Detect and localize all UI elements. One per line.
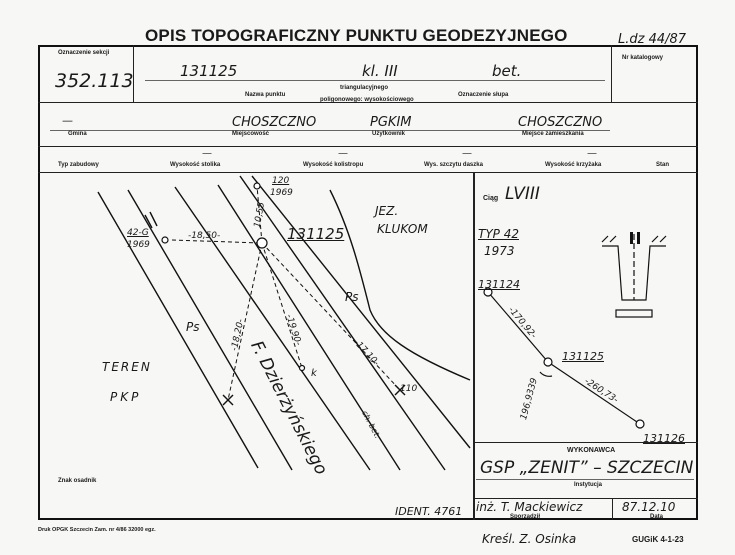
point-120-year: 1969 [270,188,293,198]
divider [38,172,698,173]
gmina-value: — [62,114,73,127]
typ-zabudowy-label: Typ zabudowy [58,162,99,168]
divider [473,498,698,499]
point-120: 120 [272,176,290,186]
ps-label: Ps [345,290,359,304]
znak-label: Znak osadnik [58,478,97,484]
miejscowosc-value: CHOSZCZNO [232,115,317,130]
divider [611,45,612,102]
divider [38,102,698,103]
nazwa-punktu-label: Nazwa punktu [245,92,286,98]
slupek-label: Oznaczenie słupa [458,92,509,98]
ident-label: IDENT. 4761 [395,505,463,518]
distance-1850: -18,50- [188,231,221,241]
zamieszkania-value: CHOSZCZNO [518,115,603,130]
reference-number: L.dz 44/87 [618,32,687,47]
oznaczenie-label: Oznaczenie sekcji [58,50,110,56]
kolistropu-label: Wysokość kolistropu [303,162,364,168]
print-info: Druk OPGK Szczecin Zam. nr 4/86 32000 eg… [38,527,156,533]
poligon-label: poligonowego: wysokościowego [320,97,414,103]
oznaczenie-value: 352.113 [55,70,134,92]
ciag-value: LVIII [505,184,540,204]
underline [50,130,610,131]
wykonawca-label: WYKONAWCA [567,447,616,454]
form-frame [38,45,698,520]
stolik-label: Wysokość stolika [170,162,221,168]
zamieszkania-label: Miejsce zamieszkania [522,131,584,137]
traverse-point-2: 131125 [562,350,604,363]
divider [473,442,698,443]
dash: — [338,148,348,159]
pkp-label: PKP [110,390,142,404]
point-42g-year: 1969 [127,240,150,250]
divider [38,146,698,147]
typ-label: TYP 42 [478,227,519,241]
uzytkownik-value: PGKIM [370,115,412,130]
underline [476,479,694,480]
main-point-label: 131125 [287,225,345,243]
triang-label: triangulacyjnego [340,85,389,91]
dash: — [587,148,597,159]
sporzadzil-label: Sporządził [510,514,541,520]
point-42g: 42-G [127,228,149,238]
krzyzaka-label: Wysokość krzyżaka [545,162,602,168]
instytucja-label: Instytucja [574,482,603,488]
document-title: OPIS TOPOGRAFICZNY PUNKTU GEODEZYJNEGO [145,26,568,45]
lake-name: KLUKOM [377,222,428,236]
data-label: Data [650,514,664,520]
nr-katalogowy-label: Nr katalogowy [622,55,664,61]
uzytkownik-label: Użytkownik [372,131,406,137]
wykonawca-value: GSP „ZENIT” – SZCZECIN [480,458,694,478]
point-110: 110 [400,384,418,394]
slupek-value: bet. [492,62,522,80]
typ-year: 1973 [484,244,515,258]
kreslil: Kreśl. Z. Osinka [482,532,577,546]
traverse-point-3: 131126 [643,432,685,445]
data-value: 87.12.10 [622,500,676,514]
dash: — [202,148,212,159]
divider [612,498,613,520]
underline [145,80,605,81]
teren-label: TEREN [102,360,152,374]
sporzadzil-value: inż. T. Mackiewicz [476,500,583,514]
dash: — [462,148,472,159]
miejscowosc-label: Miejscowość [232,131,270,137]
traverse-point-1: 131124 [478,278,520,291]
szczytu-label: Wys. szczytu daszka [424,162,483,168]
ciag-label: Ciąg [483,195,499,202]
form-code: GUGiK 4-1-23 [632,535,684,544]
stan-label: Stan [656,162,670,168]
ps-label: Ps [186,320,200,334]
divider [133,45,134,102]
point-k: k [311,368,317,379]
lake-label: JEZ. [375,204,399,218]
gmina-label: Gmina [68,131,87,137]
nazwa-value: 131125 [180,62,238,80]
klasa-value: kl. III [362,62,398,80]
divider [473,172,475,520]
